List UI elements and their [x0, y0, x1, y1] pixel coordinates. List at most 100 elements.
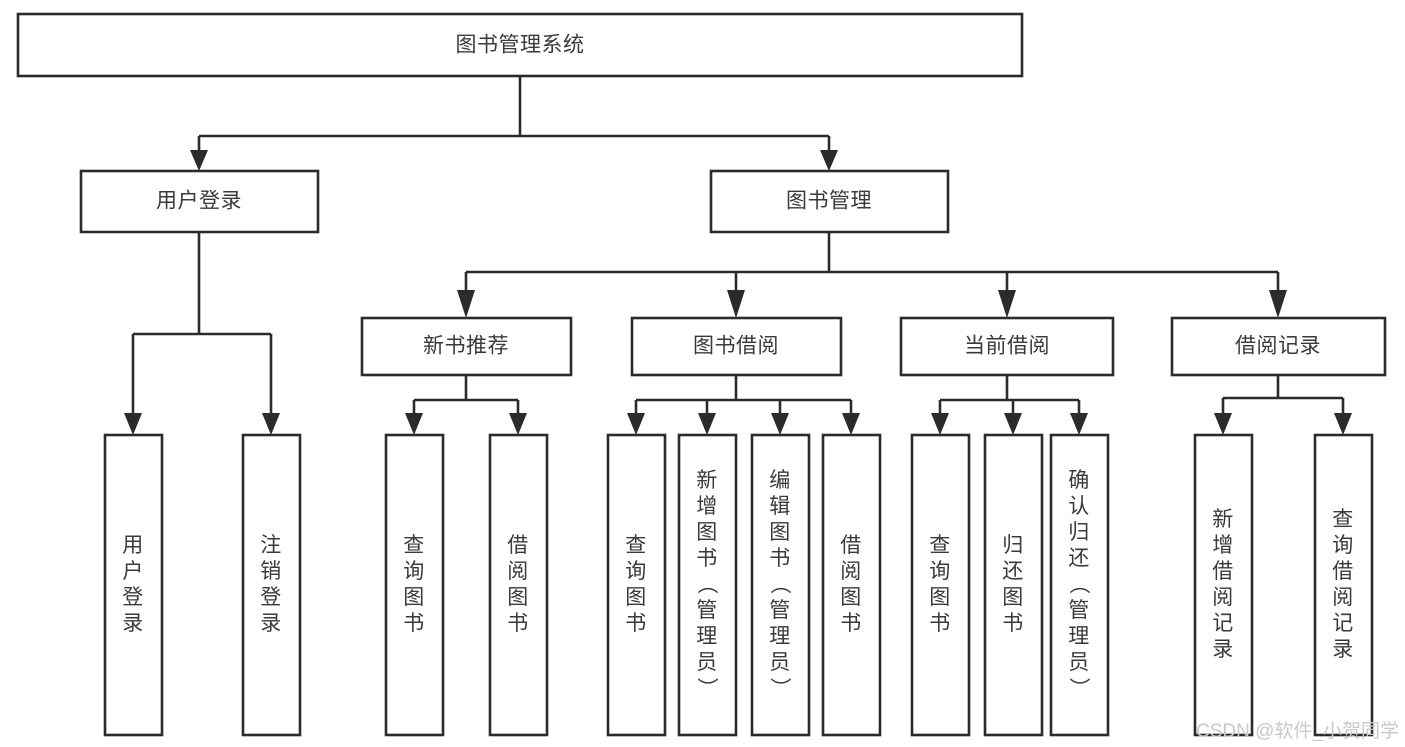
leaf-borrow-record-0-box[interactable]: [1193, 433, 1254, 737]
svg-text:确: 确: [1068, 469, 1090, 492]
node-book-management-label: 图书管理: [786, 190, 872, 213]
leaf-book-borrow-2-box[interactable]: [750, 433, 811, 737]
node-current-borrow[interactable]: 当前借阅: [899, 316, 1115, 377]
node-root[interactable]: 图书管理系统: [16, 12, 1024, 78]
arrow-new-book-leaf2: [509, 413, 527, 435]
node-borrow-record-label: 借阅记录: [1235, 335, 1321, 358]
arrow-book-mgmt-to-current: [998, 290, 1016, 318]
svg-text:图: 图: [507, 586, 529, 609]
svg-text:（: （: [768, 573, 791, 595]
arrow-current-leaf2: [1004, 413, 1022, 435]
svg-text:销: 销: [260, 560, 282, 583]
node-current-borrow-label: 当前借阅: [964, 335, 1050, 358]
node-user-login[interactable]: 用户登录: [79, 169, 320, 234]
svg-text:书: 书: [696, 547, 718, 570]
node-book-borrow[interactable]: 图书借阅: [630, 316, 843, 377]
arrow-user-login-leaf2: [262, 413, 280, 435]
svg-text:注: 注: [260, 534, 282, 557]
svg-text:归: 归: [1002, 534, 1024, 557]
node-book-management-box[interactable]: [709, 169, 950, 234]
svg-text:图: 图: [625, 586, 647, 609]
svg-text:图: 图: [840, 586, 862, 609]
svg-text:查: 查: [625, 534, 647, 557]
leaf-user-login-0-box[interactable]: [103, 433, 164, 737]
node-user-login-box[interactable]: [79, 169, 320, 234]
leaf-new-book-1-box[interactable]: [488, 433, 549, 737]
node-book-borrow-label: 图书借阅: [693, 335, 779, 358]
svg-text:书: 书: [1002, 612, 1024, 635]
arrow-root-to-user-login: [190, 150, 208, 171]
svg-text:借: 借: [1212, 560, 1234, 583]
node-root-box[interactable]: [16, 12, 1024, 78]
csdn-watermark: CSDN @软件_小贺同学: [1196, 721, 1399, 742]
leaf-user-login-1-box[interactable]: [241, 433, 302, 737]
leaf-current-borrow-1-box[interactable]: [983, 433, 1044, 737]
arrow-record-leaf1: [1214, 413, 1232, 435]
svg-text:阅: 阅: [840, 560, 862, 583]
svg-text:管: 管: [1068, 599, 1090, 622]
node-root-label: 图书管理系统: [456, 34, 585, 57]
node-book-management[interactable]: 图书管理: [709, 169, 950, 234]
svg-text:询: 询: [929, 560, 951, 583]
arrow-root-to-book-mgmt: [820, 150, 838, 171]
svg-text:还: 还: [1002, 560, 1024, 583]
svg-text:增: 增: [696, 495, 718, 518]
svg-text:书: 书: [929, 612, 951, 635]
svg-text:）: ）: [695, 677, 718, 699]
svg-text:（: （: [1067, 573, 1090, 595]
leaf-borrow-record-1-box[interactable]: [1313, 433, 1374, 737]
svg-text:记: 记: [1212, 612, 1234, 635]
leaf-book-borrow-3-box[interactable]: [821, 433, 882, 737]
arrow-borrow-leaf1: [627, 413, 645, 435]
leaf-book-borrow-0-box[interactable]: [606, 433, 667, 737]
svg-text:询: 询: [1332, 534, 1354, 557]
node-new-book-recommend-box[interactable]: [360, 316, 573, 377]
leaf-new-book-0-box[interactable]: [384, 433, 445, 737]
node-new-book-recommend[interactable]: 新书推荐: [360, 316, 573, 377]
svg-text:增: 增: [1212, 534, 1234, 557]
svg-text:员: 员: [1068, 651, 1090, 674]
svg-text:录: 录: [1332, 638, 1354, 661]
arrow-book-mgmt-to-borrow: [727, 290, 745, 318]
svg-text:借: 借: [840, 534, 862, 557]
node-borrow-record-box[interactable]: [1170, 316, 1387, 377]
svg-text:查: 查: [929, 534, 951, 557]
leaf-user-login-0[interactable]: 用户登录: [103, 433, 164, 737]
svg-text:书: 书: [507, 612, 529, 635]
svg-text:图: 图: [403, 586, 425, 609]
svg-text:归: 归: [1068, 521, 1090, 544]
svg-text:录: 录: [260, 612, 282, 635]
svg-text:阅: 阅: [1332, 586, 1354, 609]
leaf-current-borrow-2-box[interactable]: [1049, 433, 1110, 737]
svg-text:登: 登: [122, 586, 144, 609]
svg-text:）: ）: [768, 677, 791, 699]
svg-text:阅: 阅: [1212, 586, 1234, 609]
svg-text:录: 录: [1212, 638, 1234, 661]
arrow-book-mgmt-to-record: [1269, 290, 1287, 318]
svg-text:户: 户: [122, 560, 144, 583]
node-current-borrow-box[interactable]: [899, 316, 1115, 377]
arrow-borrow-leaf3: [771, 413, 789, 435]
node-borrow-record[interactable]: 借阅记录: [1170, 316, 1387, 377]
arrow-book-mgmt-to-new-book: [457, 290, 475, 318]
svg-text:书: 书: [625, 612, 647, 635]
leaf-book-borrow-1-box[interactable]: [677, 433, 738, 737]
leaf-current-borrow-0-box[interactable]: [910, 433, 971, 737]
svg-text:书: 书: [769, 547, 791, 570]
svg-text:阅: 阅: [507, 560, 529, 583]
svg-text:员: 员: [769, 651, 791, 674]
node-book-borrow-box[interactable]: [630, 316, 843, 377]
svg-text:理: 理: [696, 625, 718, 648]
